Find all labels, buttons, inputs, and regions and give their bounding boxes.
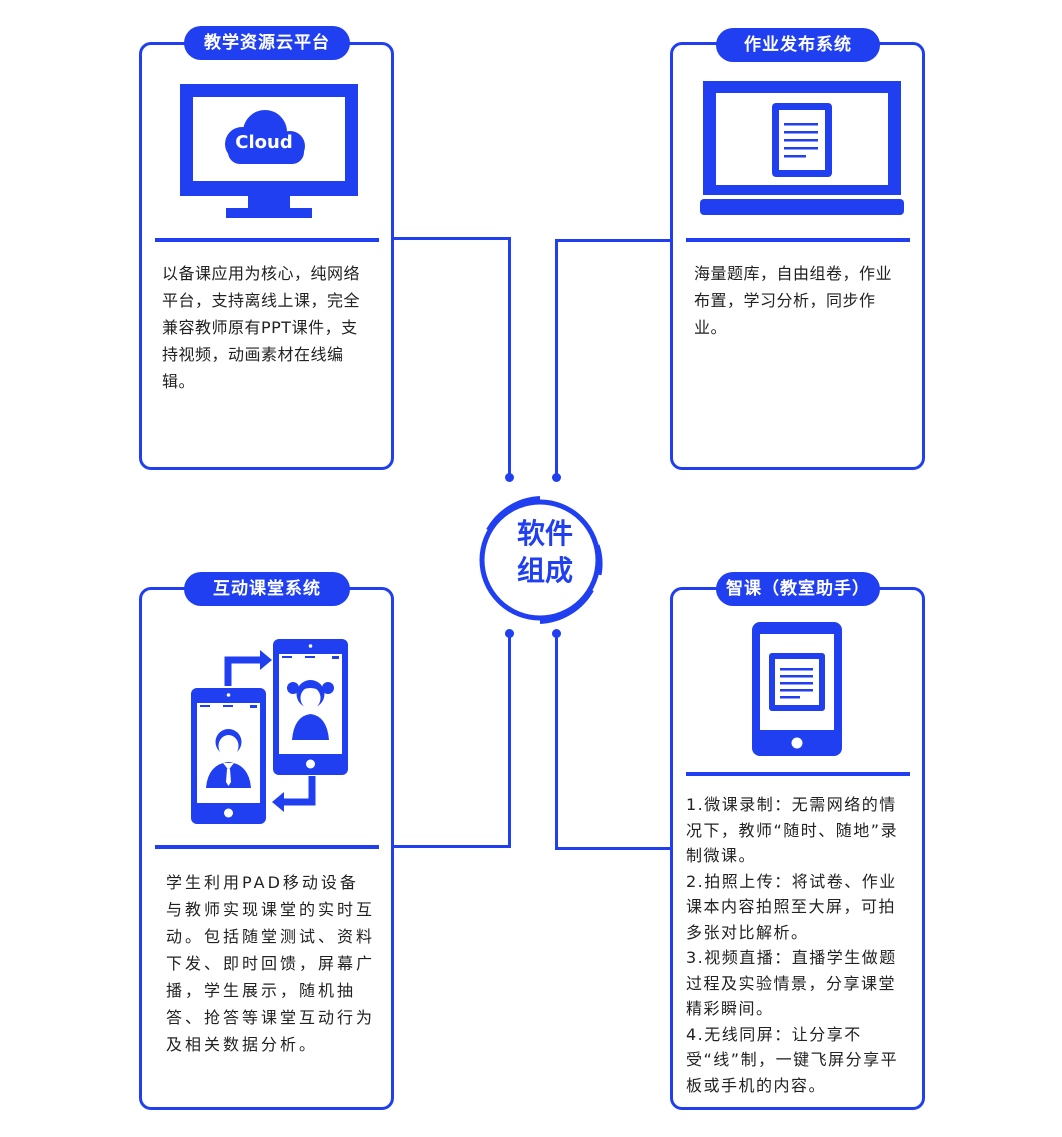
tablet-document-icon bbox=[752, 622, 842, 756]
list-item: 3.视频直播：直播学生做题过程及实验情景，分享课堂精彩瞬间。 bbox=[686, 948, 897, 1018]
card-interactive-divider bbox=[155, 845, 379, 849]
card-homework-title: 作业发布系统 bbox=[716, 28, 880, 62]
cloud-label: Cloud bbox=[235, 132, 293, 153]
center-title: 软件 组成 bbox=[497, 515, 593, 589]
center-title-line2: 组成 bbox=[516, 554, 573, 587]
center-title-line1: 软件 bbox=[516, 517, 573, 550]
phones-interaction-icon bbox=[191, 639, 348, 824]
connector-top-right-h bbox=[555, 239, 673, 242]
connector-top-left-v bbox=[508, 237, 511, 477]
card-smart-description: 1.微课录制：无需网络的情况下，教师“随时、随地”录制微课。 2.拍照上传：将试… bbox=[686, 792, 908, 1098]
center-ring-icon bbox=[479, 496, 603, 624]
card-smart-divider bbox=[686, 772, 910, 776]
card-cloud-description: 以备课应用为核心，纯网络平台，支持离线上课，完全兼容教师原有PPT课件，支持视频… bbox=[162, 264, 361, 391]
connector-dot bbox=[505, 629, 514, 638]
card-interactive-title: 互动课堂系统 bbox=[184, 572, 350, 606]
connector-top-right-v bbox=[555, 239, 558, 477]
list-item: 2.拍照上传：将试卷、作业课本内容拍照至大屏，可拍多张对比解析。 bbox=[686, 871, 897, 942]
connector-bottom-right-v bbox=[555, 633, 558, 850]
list-item: 4.无线同屏：让分享不受“线”制，一键飞屏分享平板或手机的内容。 bbox=[686, 1024, 899, 1095]
connector-dot bbox=[552, 629, 561, 638]
laptop-document-icon bbox=[700, 81, 904, 215]
card-smart-title: 智课（教室助手） bbox=[716, 572, 880, 606]
card-cloud-divider bbox=[155, 238, 379, 242]
connector-bottom-right-h bbox=[555, 847, 673, 850]
card-cloud-title: 教学资源云平台 bbox=[184, 26, 350, 60]
card-homework-divider bbox=[686, 238, 910, 242]
connector-dot bbox=[505, 473, 514, 482]
card-interactive-description: 学生利用PAD移动设备与教师实现课堂的实时互动。包括随堂测试、资料下发、即时回馈… bbox=[166, 873, 376, 1054]
connector-top-left-h bbox=[393, 237, 511, 240]
card-homework-description: 海量题库，自由组卷，作业布置，学习分析，同步作业。 bbox=[694, 264, 893, 337]
connector-bottom-left-v bbox=[508, 633, 511, 848]
connector-dot bbox=[552, 473, 561, 482]
connector-bottom-left-h bbox=[393, 845, 511, 848]
list-item: 1.微课录制：无需网络的情况下，教师“随时、随地”录制微课。 bbox=[686, 795, 899, 865]
monitor-cloud-icon bbox=[180, 84, 358, 218]
